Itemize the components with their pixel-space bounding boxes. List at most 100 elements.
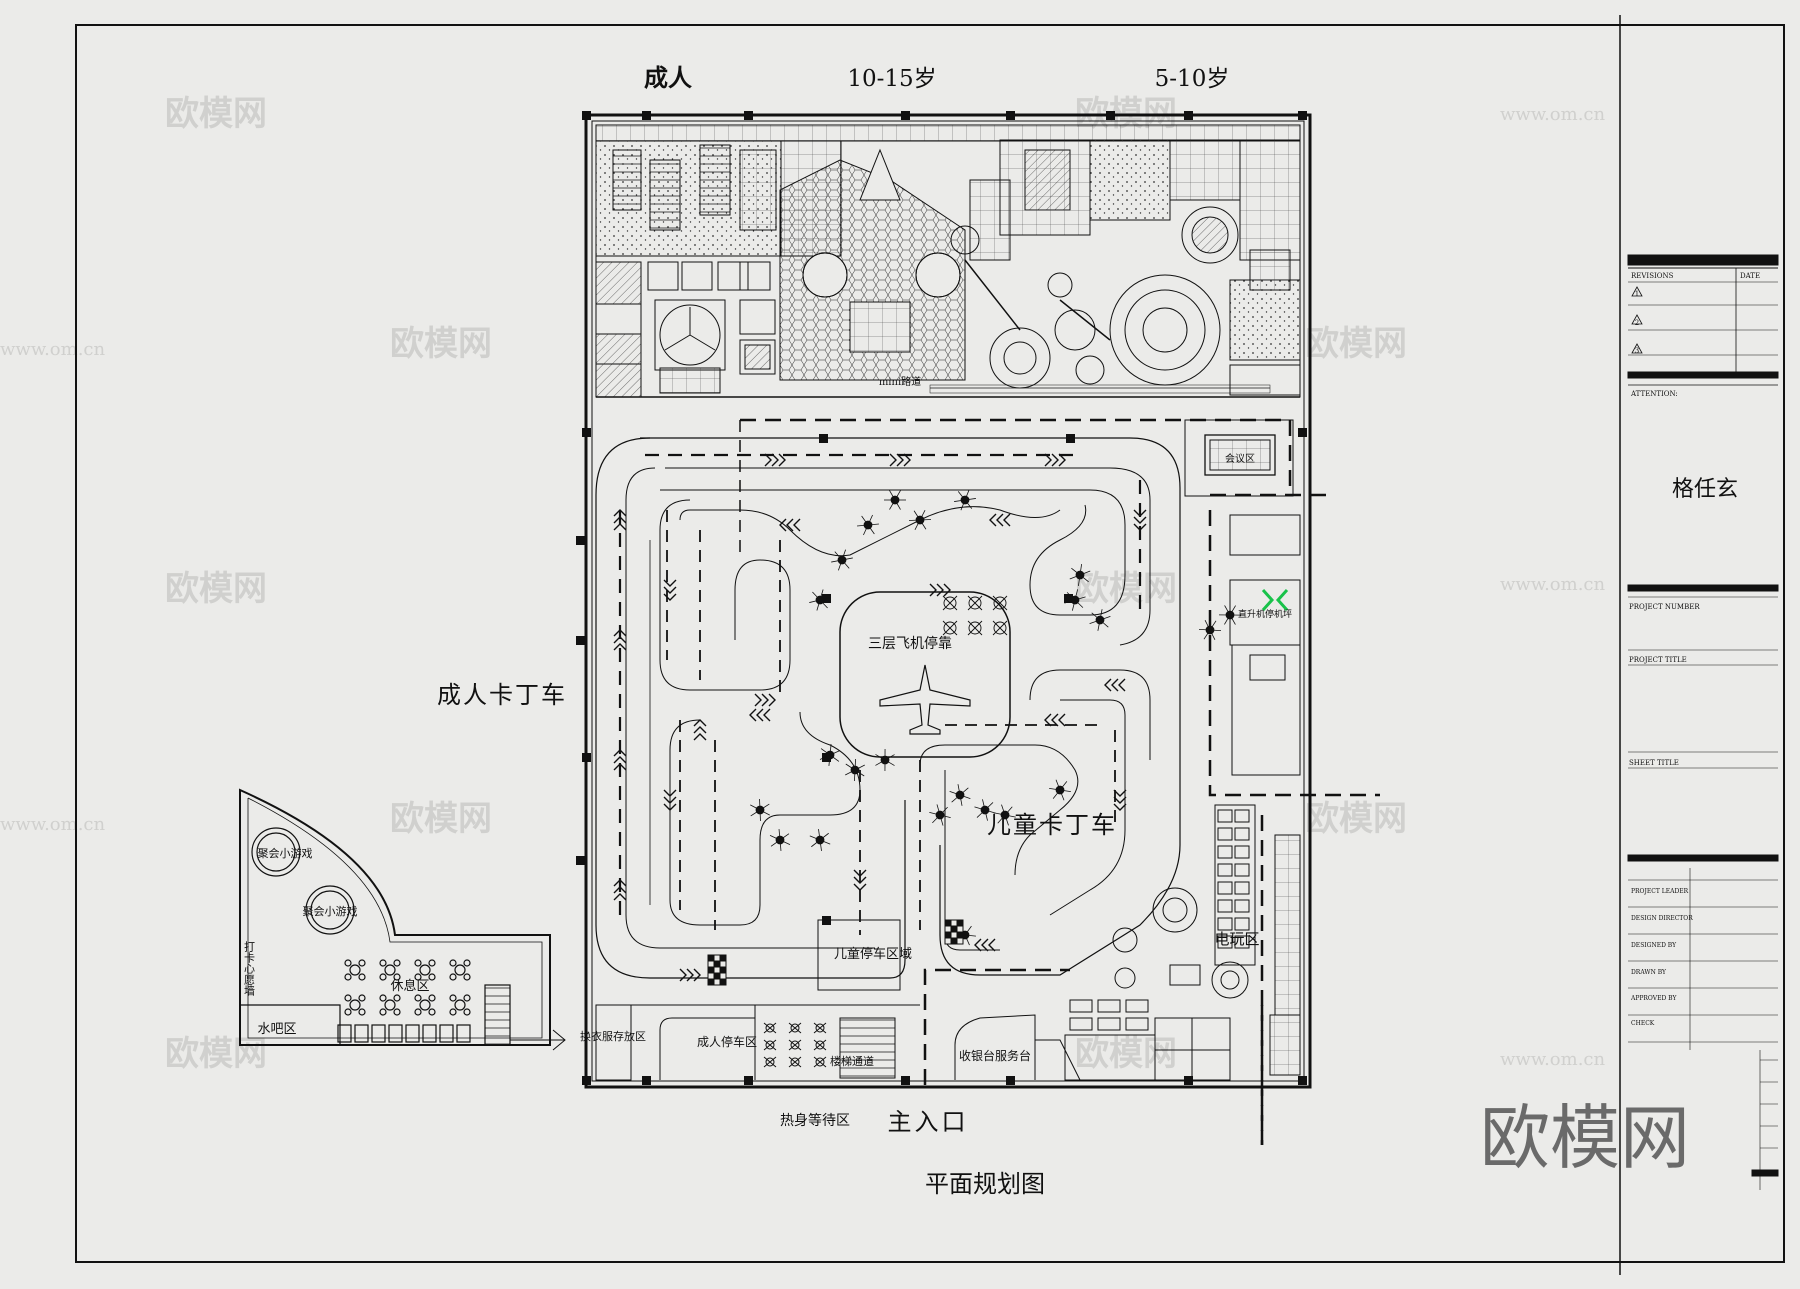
zone-arcade: 电玩区 — [1214, 930, 1259, 948]
age-header-adult: 成人 — [644, 63, 692, 92]
tb-project-title: PROJECT TITLE — [1629, 656, 1687, 664]
direction-arrow — [694, 720, 706, 740]
tb-role-5: CHECK — [1631, 1020, 1655, 1027]
kart-stall-mark — [993, 596, 1007, 610]
column — [576, 636, 585, 645]
watermark-text: 欧模网 — [165, 1034, 267, 1074]
arcade-machine — [1218, 846, 1232, 858]
arcade-machine — [1235, 882, 1249, 894]
column — [1006, 1076, 1015, 1085]
column — [642, 111, 651, 120]
lounge-table-set — [415, 995, 435, 1015]
lounge-sofa — [423, 1025, 436, 1042]
lounge-table-set — [380, 960, 400, 980]
column — [582, 1076, 591, 1085]
tree-symbol — [1049, 780, 1071, 800]
column — [1298, 1076, 1307, 1085]
zone-main-entrance: 主入口 — [888, 1108, 969, 1136]
arcade-machine — [1218, 864, 1232, 876]
column — [744, 1076, 753, 1085]
tree-symbol — [857, 515, 879, 535]
rev-mark-1: 1 — [1635, 290, 1639, 298]
watermark-text: 欧模网 — [390, 324, 492, 364]
tree-symbol — [831, 550, 853, 571]
column — [901, 111, 910, 120]
watermark-url: www.om.cn — [1500, 574, 1606, 595]
arcade-machine — [1218, 810, 1232, 822]
tree-symbol — [750, 799, 770, 821]
tb-role-1: DESIGN DIRECTOR — [1631, 915, 1693, 922]
counter-box — [1126, 1018, 1148, 1030]
top-activity-zone — [596, 125, 1300, 397]
arcade-machine — [1218, 900, 1232, 912]
zone-helipad: 直升机停机坪 — [1238, 608, 1292, 620]
column — [1184, 111, 1193, 120]
tree-symbol — [1090, 609, 1111, 631]
rev-mark-3: 3 — [1635, 347, 1639, 355]
tree-symbol — [810, 829, 830, 851]
arcade-machine — [1235, 828, 1249, 840]
watermark-url: www.om.cn — [1500, 1049, 1606, 1070]
column — [582, 111, 591, 120]
start-finish-flag — [945, 920, 963, 944]
watermark-text: 欧模网 — [165, 94, 267, 134]
watermark-url: www.om.cn — [0, 814, 106, 835]
lounge-table-set — [450, 960, 470, 980]
tb-role-3: DRAWN BY — [1631, 969, 1667, 976]
watermark-text: 欧模网 — [390, 799, 492, 839]
arcade-machine — [1218, 828, 1232, 840]
zone-kids-kart: 儿童卡丁车 — [987, 811, 1117, 839]
zone-change-area: 换衣服存放区 — [580, 1029, 646, 1043]
tree-symbol — [929, 804, 950, 825]
tree-symbol — [884, 490, 906, 509]
zone-aircraft: 三层飞机停靠 — [868, 635, 952, 652]
tb-date: DATE — [1740, 272, 1760, 280]
tb-role-0: PROJECT LEADER — [1631, 888, 1689, 895]
lounge-sofa — [457, 1025, 470, 1042]
zone-water-bar: 水吧区 — [257, 1022, 296, 1037]
lounge-table-set — [415, 960, 435, 980]
watermark-url: www.om.cn — [0, 339, 106, 360]
counter-box — [1098, 1000, 1120, 1012]
direction-arrow — [680, 969, 700, 981]
kart-stall-mark — [968, 621, 982, 635]
tb-project-number: PROJECT NUMBER — [1629, 603, 1700, 611]
column — [642, 1076, 651, 1085]
lounge-sofa — [355, 1025, 368, 1042]
watermark-url: www.om.cn — [1500, 104, 1606, 125]
tb-role-2: DESIGNED BY — [1631, 942, 1677, 949]
column — [1298, 111, 1307, 120]
lounge-table-set — [345, 995, 365, 1015]
counter-box — [1070, 1000, 1092, 1012]
watermark-text: 欧模网 — [165, 569, 267, 609]
column — [1298, 428, 1307, 437]
arcade-machine — [1218, 918, 1232, 930]
watermark-text: 欧模网 — [1305, 799, 1407, 839]
arcade-machine — [1235, 900, 1249, 912]
counter-box — [1126, 1000, 1148, 1012]
zone-lounge: 休息区 — [390, 978, 429, 994]
column — [744, 111, 753, 120]
counter-box — [1098, 1018, 1120, 1030]
lounge-table-set — [450, 995, 470, 1015]
zone-adult-kart: 成人卡丁车 — [437, 681, 567, 709]
watermark-text: 欧模网 — [1075, 1034, 1177, 1074]
tb-attention: ATTENTION: — [1630, 390, 1678, 398]
tb-designer-name: 格任玄 — [1672, 477, 1738, 502]
lounge-table-set — [345, 960, 365, 980]
direction-arrow — [990, 514, 1010, 526]
direction-arrow — [1105, 679, 1125, 691]
helicopter-icon — [1263, 590, 1287, 610]
direction-arrow — [780, 519, 800, 531]
tree-symbol — [875, 749, 894, 771]
age-header-teen: 10-15岁 — [847, 66, 936, 92]
lounge-table-set — [380, 995, 400, 1015]
arcade-machine — [1235, 918, 1249, 930]
column — [582, 428, 591, 437]
column — [1006, 111, 1015, 120]
column — [901, 1076, 910, 1085]
tree-symbol — [770, 829, 790, 851]
tree-symbol — [950, 784, 971, 806]
rev-mark-2: 2 — [1635, 319, 1639, 327]
tree-symbol — [909, 510, 931, 530]
